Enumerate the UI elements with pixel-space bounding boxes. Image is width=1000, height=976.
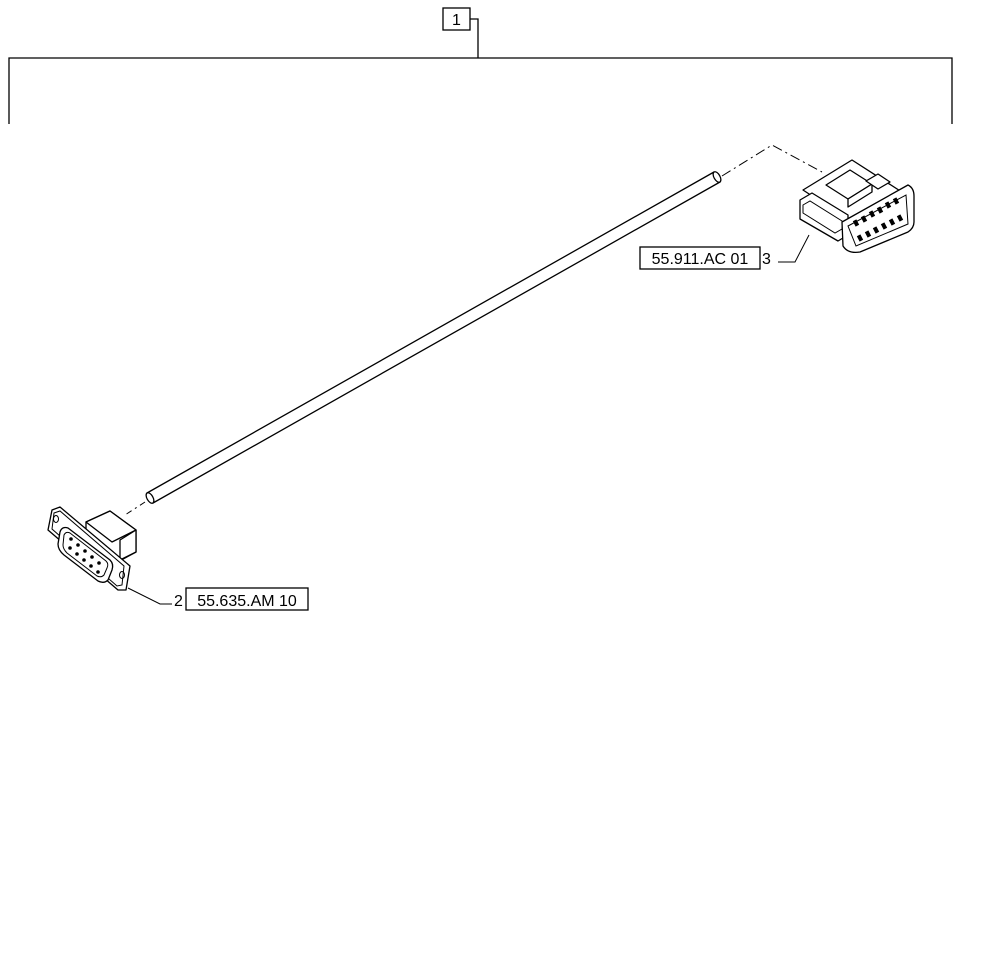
- item-number-2: 2: [174, 593, 183, 610]
- alignment-line-right: [721, 144, 823, 177]
- cable: [145, 171, 722, 504]
- reference-code-item-2: 55.635.AM 10: [197, 593, 297, 610]
- leader-line-item-3: [778, 234, 810, 263]
- connector-12-pin: [799, 159, 915, 254]
- item-number-3: 3: [762, 251, 771, 268]
- assembly-item-number: 1: [452, 12, 461, 29]
- pin-row-top: [852, 197, 900, 227]
- reference-box-item-3: [639, 246, 761, 270]
- mounting-hole-top: [53, 515, 59, 523]
- alignment-line-left: [124, 501, 146, 516]
- cable-end-left: [145, 492, 155, 504]
- assembly-callout: 1: [8, 7, 953, 124]
- leader-line-item-2: [127, 587, 172, 605]
- reference-code-item-3: 55.911.AC 01: [652, 251, 749, 268]
- d-sub-pins: [68, 537, 101, 574]
- callout-item-3: 55.911.AC 01 3: [639, 234, 810, 270]
- cable-end-right: [712, 171, 722, 183]
- assembly-bracket: [8, 57, 953, 124]
- d-sub-shell: [57, 526, 114, 583]
- connector-d-sub: [47, 506, 137, 591]
- reference-box-item-2: [185, 587, 309, 611]
- callout-item-2: 2 55.635.AM 10: [127, 587, 309, 611]
- mounting-hole-bottom: [119, 571, 125, 579]
- pin-row-bottom: [856, 214, 904, 242]
- assembly-leader: [470, 18, 479, 58]
